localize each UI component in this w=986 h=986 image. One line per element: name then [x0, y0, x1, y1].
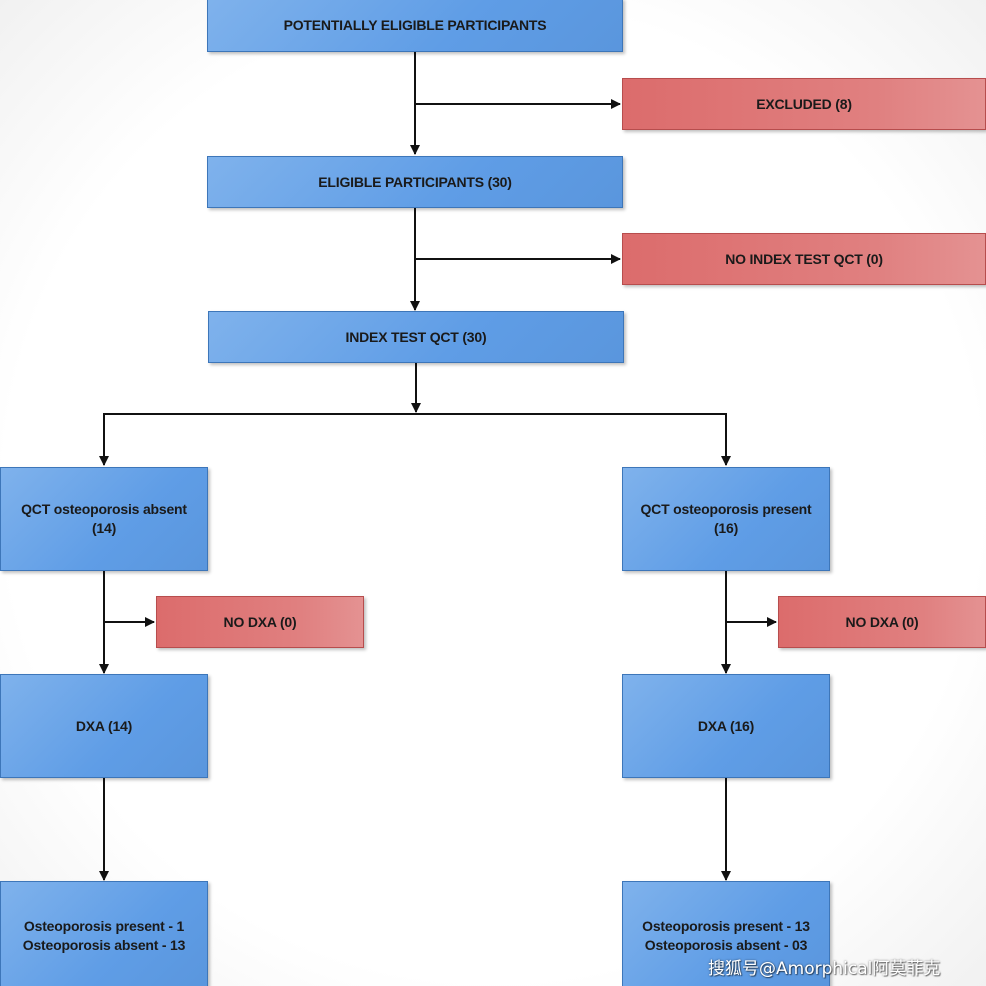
dxa-left-box: DXA (14) — [0, 674, 208, 778]
result-left-present: Osteoporosis present - 1 — [23, 918, 185, 934]
result-right-box: Osteoporosis present - 13 Osteoporosis a… — [622, 881, 830, 986]
connector-split — [103, 413, 727, 464]
no-index-test-label: NO INDEX TEST QCT (0) — [725, 250, 883, 267]
no-index-test-box: NO INDEX TEST QCT (0) — [622, 233, 986, 285]
dxa-left-label: DXA (14) — [75, 717, 133, 734]
index-test-label: INDEX TEST QCT (30) — [345, 328, 487, 345]
no-dxa-left-label: NO DXA (0) — [223, 613, 297, 630]
qct-present-label: QCT osteoporosis present — [640, 501, 812, 517]
qct-present-box: QCT osteoporosis present (16) — [622, 467, 830, 571]
qct-absent-label: QCT osteoporosis absent — [21, 501, 187, 517]
excluded-label: EXCLUDED (8) — [756, 95, 852, 112]
watermark-text: 搜狐号@Amorphical阿莫菲克 — [708, 959, 941, 979]
dxa-right-label: DXA (16) — [697, 717, 755, 734]
no-dxa-right-label: NO DXA (0) — [845, 613, 919, 630]
eligible-participants-box: ELIGIBLE PARTICIPANTS (30) — [207, 156, 623, 208]
potentially-eligible-label: POTENTIALLY ELIGIBLE PARTICIPANTS — [283, 16, 547, 33]
excluded-box: EXCLUDED (8) — [622, 78, 986, 130]
qct-present-count: (16) — [713, 520, 739, 536]
result-right-absent: Osteoporosis absent - 03 — [644, 937, 808, 953]
result-left-absent: Osteoporosis absent - 13 — [22, 937, 186, 953]
qct-absent-box: QCT osteoporosis absent (14) — [0, 467, 208, 571]
index-test-box: INDEX TEST QCT (30) — [208, 311, 624, 363]
result-right-present: Osteoporosis present - 13 — [642, 918, 810, 934]
potentially-eligible-box: POTENTIALLY ELIGIBLE PARTICIPANTS — [207, 0, 623, 52]
no-dxa-right-box: NO DXA (0) — [778, 596, 986, 648]
qct-absent-count: (14) — [91, 520, 117, 536]
result-left-box: Osteoporosis present - 1 Osteoporosis ab… — [0, 881, 208, 986]
eligible-participants-label: ELIGIBLE PARTICIPANTS (30) — [318, 173, 512, 190]
no-dxa-left-box: NO DXA (0) — [156, 596, 364, 648]
dxa-right-box: DXA (16) — [622, 674, 830, 778]
